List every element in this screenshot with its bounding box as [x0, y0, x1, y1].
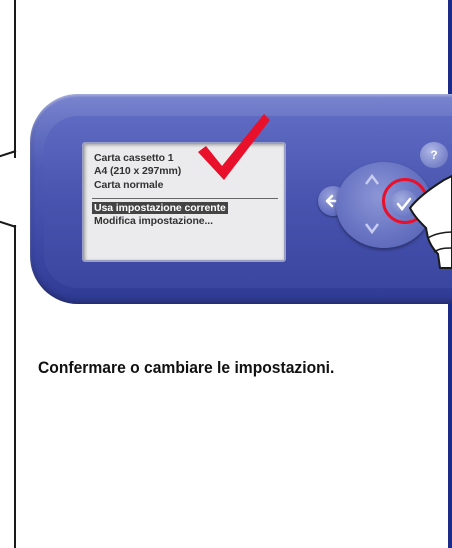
- frame-bottom-hook: [0, 219, 17, 228]
- lcd-separator: [92, 198, 278, 199]
- pointing-hand-icon: [408, 174, 452, 269]
- chevron-up-icon: [365, 173, 379, 185]
- lcd-line-type: Carta normale: [94, 179, 164, 191]
- checkmark-icon: [198, 114, 270, 180]
- down-button[interactable]: [356, 220, 392, 246]
- lcd-menu-item-use-current[interactable]: Usa impostazione corrente: [92, 202, 228, 214]
- lcd-menu-item-label: Usa impostazione corrente: [92, 202, 228, 214]
- lcd-menu-item-label: Modifica impostazione...: [94, 215, 213, 227]
- lcd-line-size: A4 (210 x 297mm): [94, 165, 182, 177]
- chevron-down-icon: [365, 223, 379, 235]
- lcd-line-tray: Carta cassetto 1: [94, 152, 174, 164]
- lcd-display: Carta cassetto 1 A4 (210 x 297mm) Carta …: [82, 142, 286, 262]
- frame-top-line: [14, 0, 16, 158]
- instruction-caption: Confermare o cambiare le impostazioni.: [38, 358, 335, 377]
- frame-bottom-line: [14, 225, 16, 548]
- lcd-menu-item-modify[interactable]: Modifica impostazione...: [94, 215, 213, 227]
- help-button[interactable]: ?: [420, 142, 448, 168]
